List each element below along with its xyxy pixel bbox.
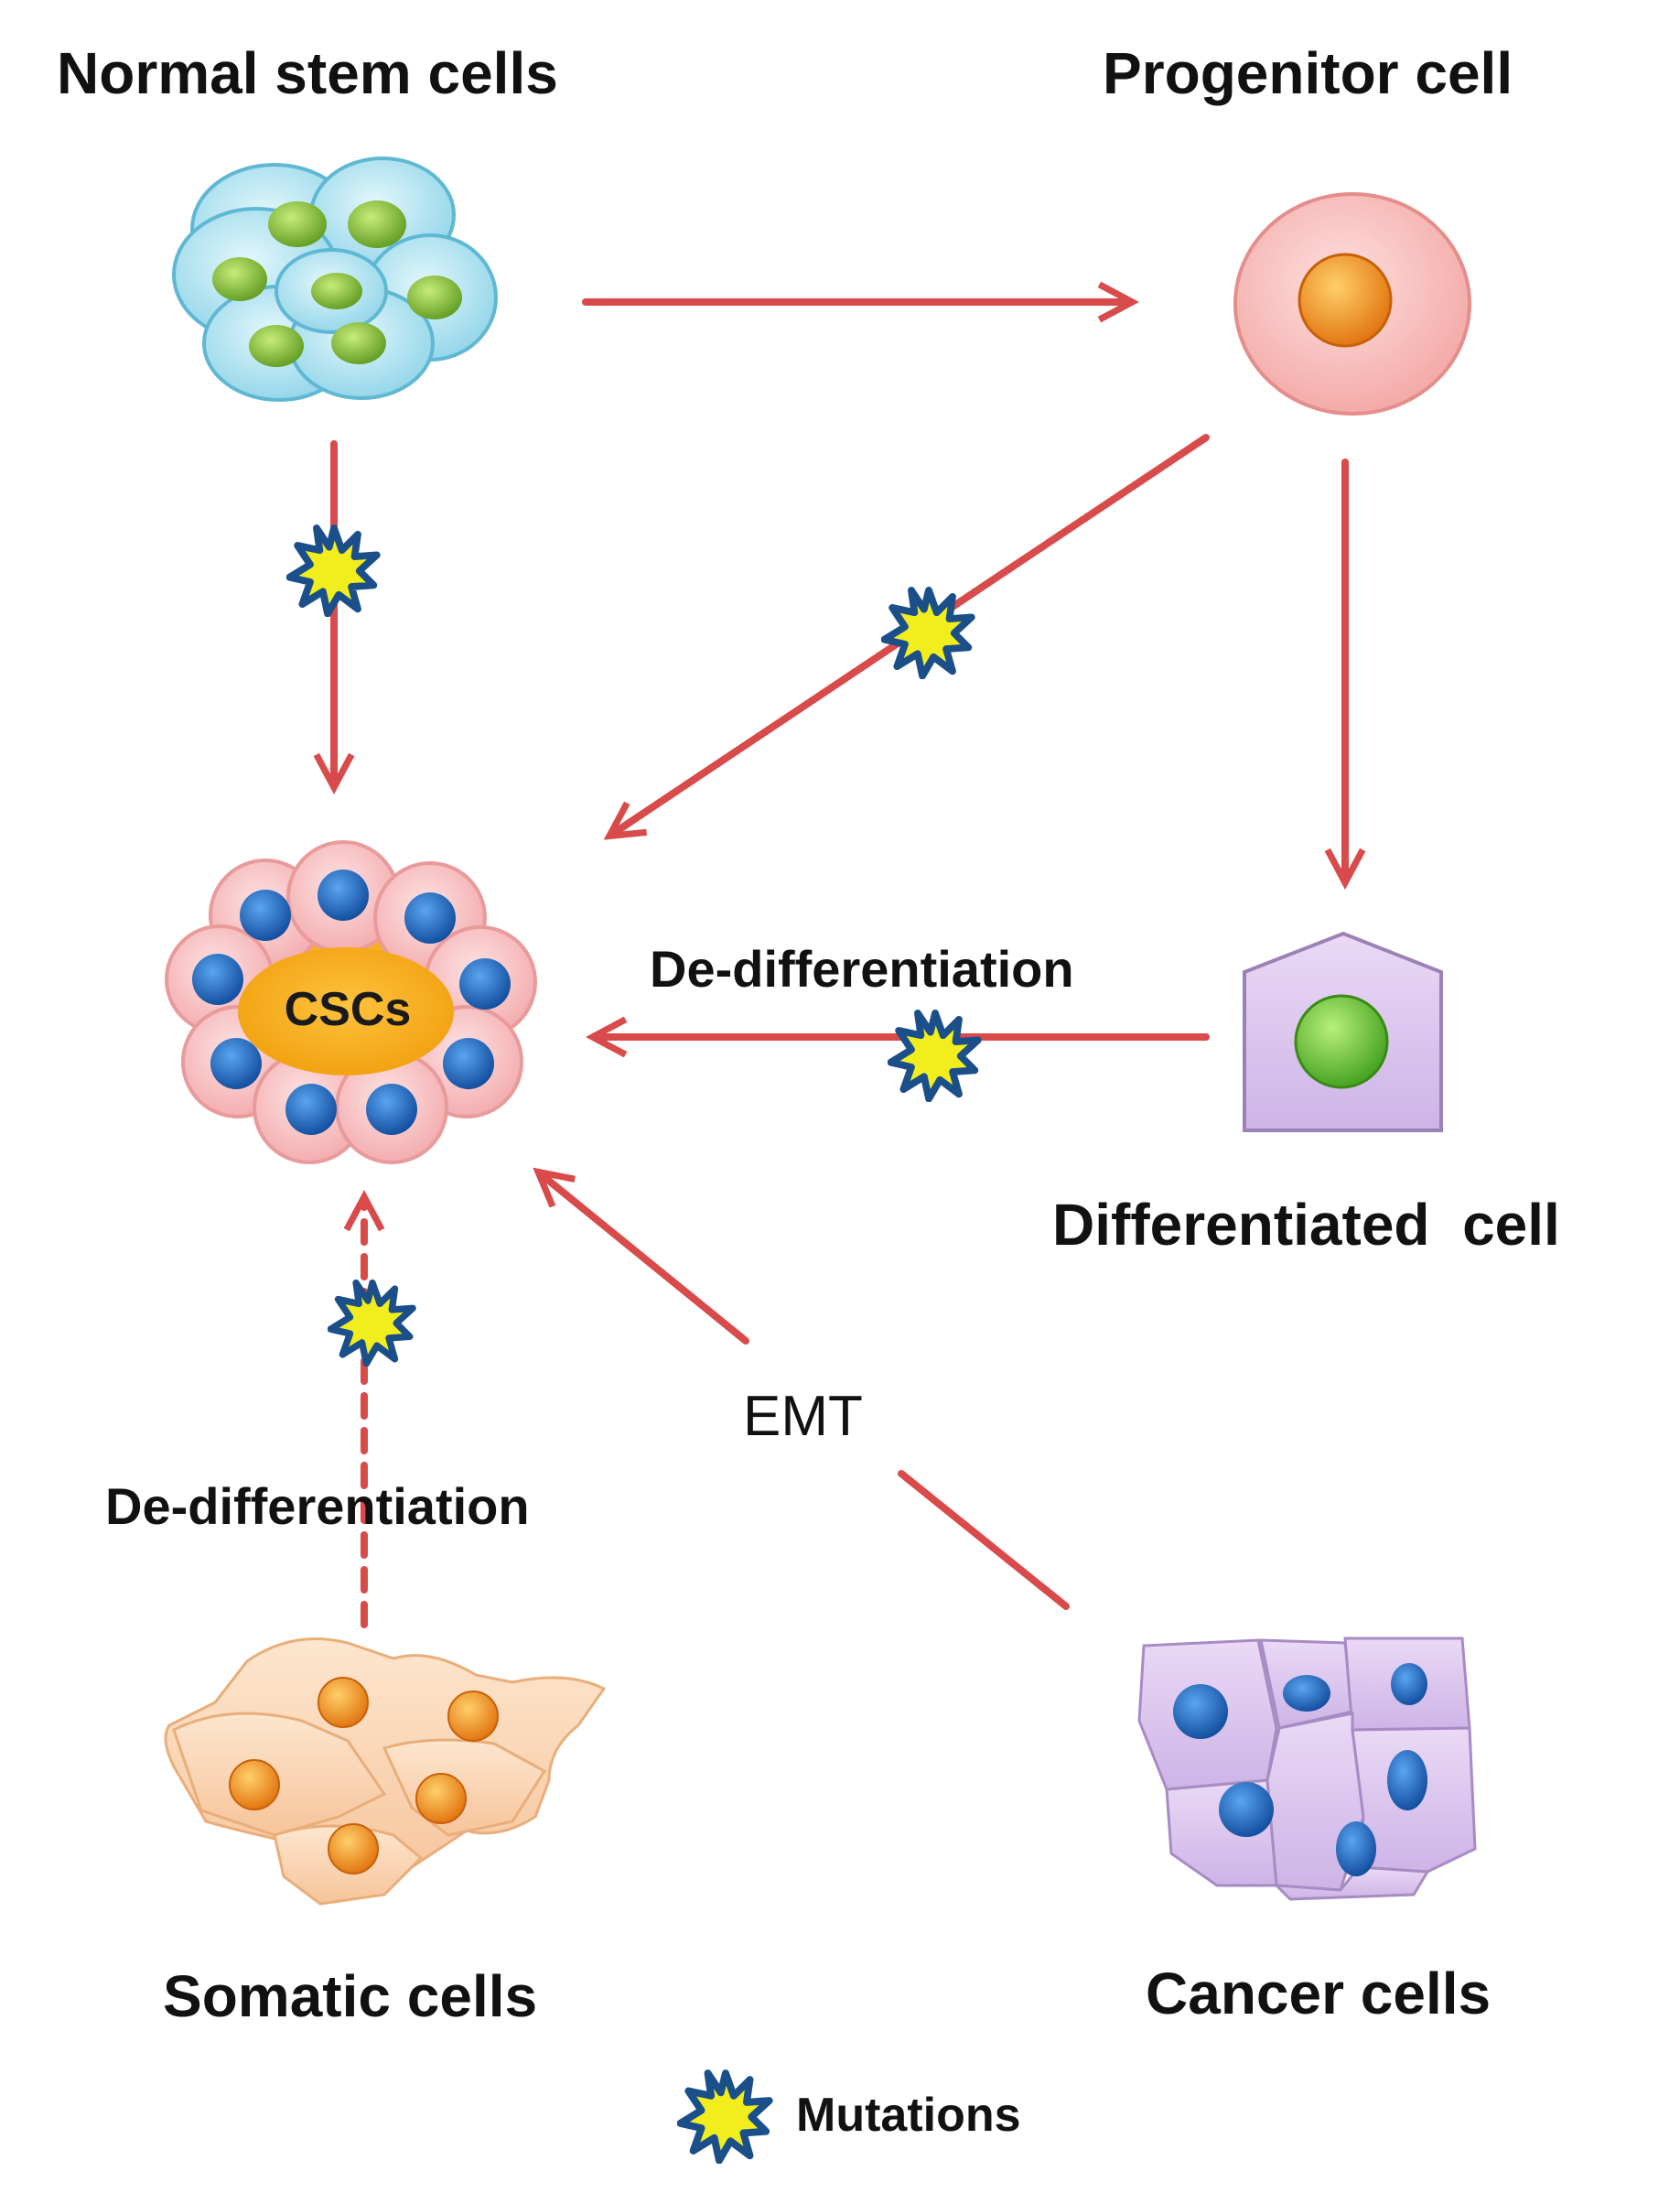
differentiated-cell-label: Differentiated cell xyxy=(1052,1192,1560,1258)
legend: Mutations xyxy=(681,2073,1021,2160)
somatic-cells-label: Somatic cells xyxy=(163,1963,537,2029)
mutation-starburst-icon xyxy=(330,1283,413,1364)
dediff-differentiated-label: De-differentiation xyxy=(650,940,1074,998)
emt-label: EMT xyxy=(743,1385,863,1448)
cscs-label: CSCs xyxy=(285,983,412,1036)
arrow-cancer-to-cscs-lower xyxy=(898,1470,1070,1610)
progenitor-cell-label: Progenitor cell xyxy=(1103,40,1513,106)
cscs-illustration: CSCs xyxy=(165,840,537,1164)
somatic-cells-illustration xyxy=(164,1637,607,1906)
normal-stem-cells-illustration xyxy=(172,157,498,402)
arrow-cancer-to-cscs-upper xyxy=(540,1173,749,1345)
cancer-cells-label: Cancer cells xyxy=(1146,1961,1491,2026)
progenitor-cell-illustration xyxy=(1233,192,1471,416)
cancer-cells-illustration xyxy=(1137,1637,1477,1901)
csc-ring xyxy=(165,840,537,1164)
normal-stem-cells-label: Normal stem cells xyxy=(57,40,558,106)
legend-label: Mutations xyxy=(796,2089,1021,2142)
mutation-starburst-icon xyxy=(681,2073,770,2160)
mutation-starburst-icon xyxy=(289,528,376,614)
differentiated-cell-illustration xyxy=(1243,931,1443,1132)
mutation-starburst-icon xyxy=(890,1013,977,1099)
dediff-somatic-label: De-differentiation xyxy=(105,1477,530,1535)
